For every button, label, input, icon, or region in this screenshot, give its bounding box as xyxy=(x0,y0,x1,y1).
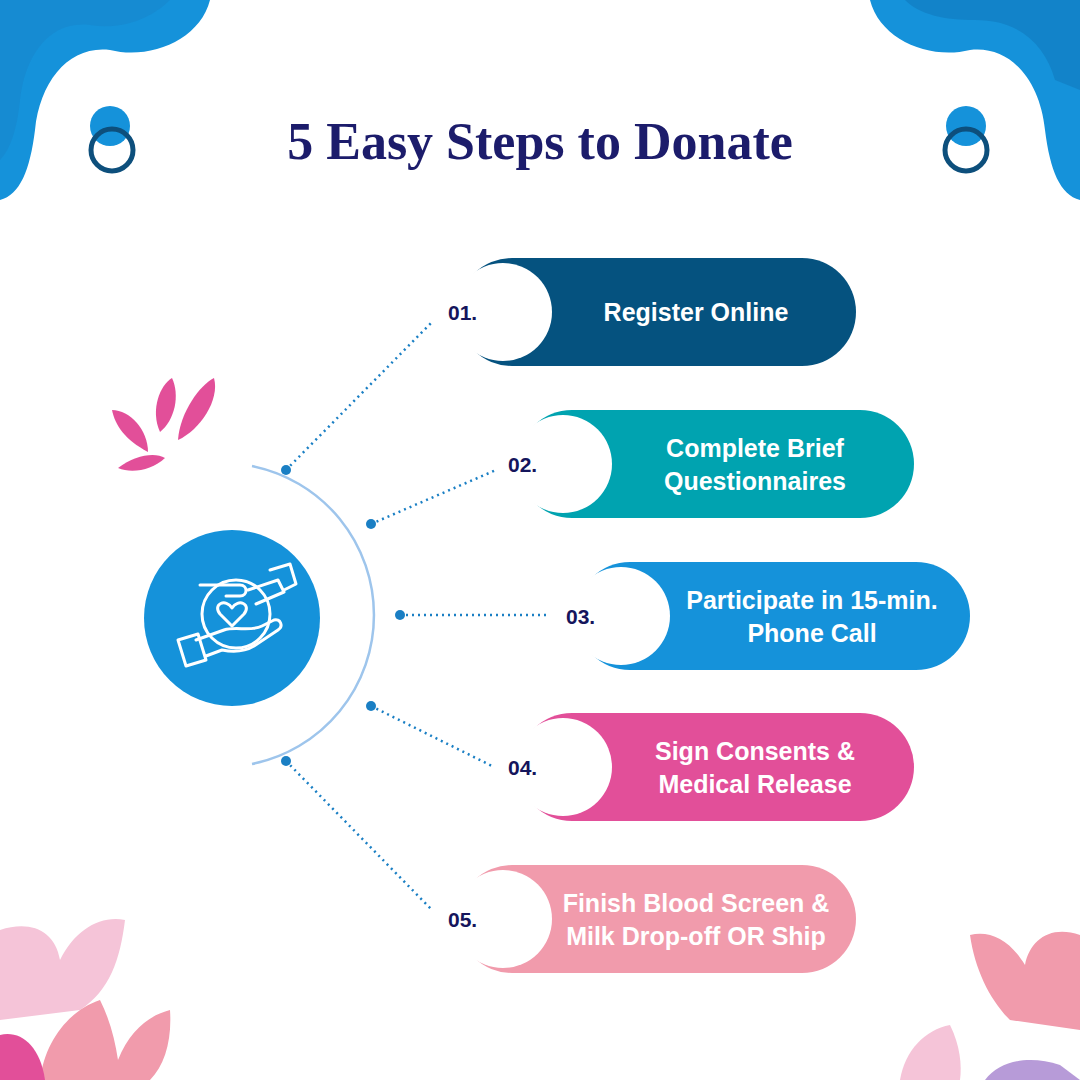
corner-blob xyxy=(0,0,170,160)
step-label: Complete Brief Questionnaires xyxy=(618,432,892,497)
step-label: Finish Blood Screen & Milk Drop-off OR S… xyxy=(558,887,834,952)
lower-hand xyxy=(196,620,281,656)
lotus-shape xyxy=(900,1025,961,1080)
step-number: 03. xyxy=(566,606,595,627)
arc-dot xyxy=(281,465,291,475)
lotus-shape xyxy=(970,932,1080,1030)
hub-circle xyxy=(144,530,320,706)
arc-dot xyxy=(366,519,376,529)
leader-line xyxy=(371,470,496,524)
ring-ornament xyxy=(91,129,133,171)
step-pill: 02.Complete Brief Questionnaires xyxy=(518,410,914,518)
leader-line xyxy=(371,706,492,766)
arc-dot xyxy=(366,701,376,711)
arc-dots xyxy=(281,465,405,766)
ring-ornament xyxy=(946,106,986,146)
step-pill: 03.Participate in 15-min. Phone Call xyxy=(576,562,970,670)
arc-dot xyxy=(395,610,405,620)
sparkle-stroke xyxy=(178,378,215,440)
step-pill: 01.Register Online xyxy=(458,258,856,366)
step-label: Sign Consents & Medical Release xyxy=(618,735,892,800)
step-number: 04. xyxy=(508,757,537,778)
step-number: 02. xyxy=(508,454,537,475)
arc-dot xyxy=(281,756,291,766)
step-pill: 04.Sign Consents & Medical Release xyxy=(518,713,914,821)
step-number: 01. xyxy=(448,302,477,323)
leader-line xyxy=(400,614,548,617)
lotus-shape xyxy=(0,919,125,1020)
sparkle-stroke xyxy=(156,378,176,432)
lower-cuff xyxy=(178,634,206,666)
step-number: 05. xyxy=(448,909,477,930)
coin-outline xyxy=(202,580,270,648)
diagram-title: 5 Easy Steps to Donate xyxy=(0,112,1080,171)
step-pill: 05.Finish Blood Screen & Milk Drop-off O… xyxy=(458,865,856,973)
leader-line xyxy=(286,761,432,910)
upper-hand xyxy=(200,585,246,596)
step-label: Participate in 15-min. Phone Call xyxy=(676,584,948,649)
sparkle-stroke xyxy=(112,410,148,452)
lotus-shape xyxy=(985,1060,1080,1080)
upper-cuff xyxy=(270,564,296,590)
heart-outline xyxy=(218,603,247,626)
step-label: Register Online xyxy=(558,296,834,329)
leader-lines xyxy=(286,322,548,910)
corner-blob xyxy=(0,0,210,200)
upper-hand xyxy=(248,580,284,604)
corner-blob xyxy=(870,0,1080,200)
giving-hands-icon xyxy=(178,564,296,666)
lotus-shape xyxy=(40,1000,170,1080)
ring-ornament xyxy=(945,129,987,171)
sparkle-stroke xyxy=(118,455,165,471)
leader-line xyxy=(286,322,432,470)
lotus-shape xyxy=(0,1034,45,1080)
corner-blob xyxy=(905,0,1080,90)
